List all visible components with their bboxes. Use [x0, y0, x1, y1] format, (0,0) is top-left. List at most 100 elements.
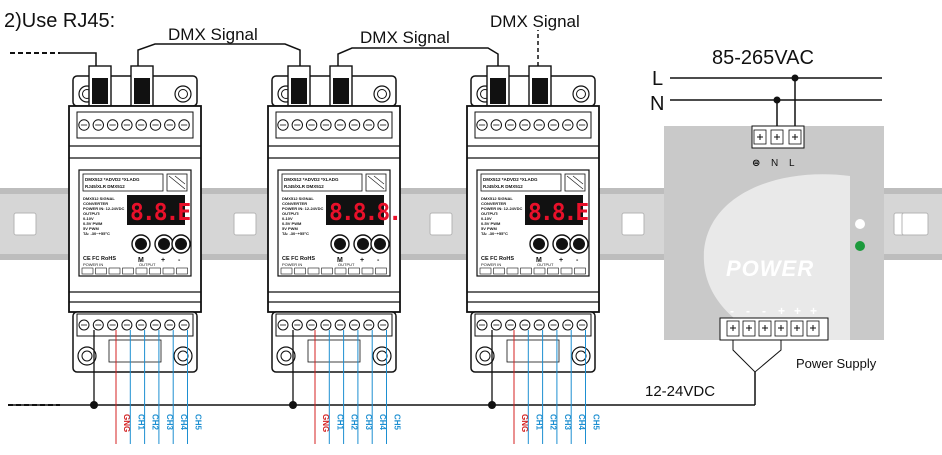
mains-neutral-label: N — [650, 93, 664, 115]
panel-power-in-label: POWER IN — [282, 262, 302, 267]
bottom-terminal-block — [474, 313, 592, 337]
wire-label-ch5: CH5 — [592, 414, 601, 431]
panel-info-line: 0-5V PWM — [481, 221, 501, 226]
wire-label-gng: GNG — [122, 414, 131, 432]
panel-label-cell — [122, 267, 134, 275]
cert-marks: CE FC RoHS — [282, 256, 315, 262]
psu-label: Power Supply — [796, 356, 877, 371]
panel-info-line: OUTPUT: — [282, 211, 299, 216]
wire-label-ch1: CH1 — [335, 414, 344, 431]
panel-button-label: - — [576, 257, 579, 264]
panel-info-line: DMX512 SIGNAL — [83, 196, 115, 201]
wire-label-ch4: CH4 — [378, 414, 387, 431]
psu-arc — [703, 174, 850, 340]
panel-label-cell — [334, 267, 347, 275]
panel-header-line1: DMX512 *ADVD2 *XLADG — [483, 177, 538, 182]
led-display-digits: 8.8.E — [130, 200, 190, 226]
dmx-signal-label-3: DMX Signal — [490, 12, 580, 31]
psu-status-led-green — [855, 241, 865, 251]
panel-button-label: M — [138, 257, 144, 264]
panel-header — [480, 173, 562, 192]
panel-button-label: M — [536, 257, 542, 264]
psu-input-l: L — [789, 158, 795, 169]
panel-label-cell — [547, 267, 559, 275]
mains-voltage-label: 85-265VAC — [712, 47, 814, 69]
diagram-title: 2)Use RJ45: — [4, 10, 115, 32]
rail-slot — [901, 212, 929, 236]
led-display-digits: 8.8.E — [528, 200, 588, 226]
panel-info-line: 0-10V — [83, 216, 94, 221]
dmx-cabling: DMX Signal DMX Signal DMX Signal — [10, 12, 580, 66]
wire-label-gng: GNG — [520, 414, 529, 432]
bottom-label-window — [307, 339, 361, 363]
panel-label-cell — [149, 267, 161, 275]
mains-wiring: 85-265VAC L N — [650, 47, 882, 128]
panel-info-line: CONVERTER — [83, 201, 108, 206]
panel-label-cell — [479, 267, 492, 275]
panel-info-line: TA: -30~+55°C — [481, 231, 508, 236]
dc-bus: 12-24VDC — [8, 340, 782, 406]
panel-label-cell — [348, 267, 360, 275]
panel-label-cell — [81, 267, 94, 275]
panel-label-cell — [280, 267, 293, 275]
panel-button-label: M — [337, 257, 343, 264]
panel-info-line: TA: -30~+55°C — [83, 231, 110, 236]
dmx-signal-label-1: DMX Signal — [168, 25, 258, 44]
wire-label-ch4: CH4 — [179, 414, 188, 431]
rail-slot — [13, 212, 37, 236]
psu-input-terminals: ⊜ N L — [751, 125, 805, 169]
panel-info-line: 5V PWM — [83, 226, 99, 231]
wire-label-ch2: CH2 — [350, 414, 359, 431]
panel-label-cell — [560, 267, 573, 275]
panel-button-label: + — [161, 257, 165, 264]
led-display — [127, 195, 185, 225]
psu-output-polarity-2: - — [746, 304, 750, 318]
panel-label-cell — [520, 267, 532, 275]
power-supply: POWER ⊜ N L ---+++ Power Supply — [664, 125, 884, 371]
panel-button-label: - — [377, 257, 380, 264]
panel-button-label: + — [360, 257, 364, 264]
panel-info-line: 5V PWM — [282, 226, 298, 231]
panel-info-line: 0-10V — [481, 216, 492, 221]
psu-input-earth: ⊜ — [752, 158, 760, 169]
panel-button-label: - — [178, 257, 181, 264]
panel-header — [281, 173, 363, 192]
bus-junction — [90, 401, 98, 409]
panel-info-line: CONVERTER — [481, 201, 506, 206]
panel-label-cell — [307, 267, 320, 275]
panel-info-line: POWER IN: 12-24VDC — [282, 206, 323, 211]
mains-neutral-junction — [773, 96, 781, 104]
wire-label-ch2: CH2 — [549, 414, 558, 431]
bus-junction — [289, 401, 297, 409]
panel-info-line: POWER IN: 12-24VDC — [83, 206, 124, 211]
wire-label-gng: GNG — [321, 414, 330, 432]
led-display — [326, 195, 384, 225]
bus-junction — [488, 401, 496, 409]
bottom-terminal-block — [275, 313, 393, 337]
panel-info-line: CONVERTER — [282, 201, 307, 206]
panel-info-line: 0-5V PWM — [83, 221, 103, 226]
rail-slot — [429, 212, 453, 236]
led-display — [525, 195, 583, 225]
cert-marks: CE FC RoHS — [481, 256, 514, 262]
panel-label-cell — [162, 267, 175, 275]
panel-header-line2: RJ45/XLR DMX512 — [284, 184, 324, 189]
panel-button-label: + — [559, 257, 563, 264]
panel-label-cell — [506, 267, 519, 275]
rail-slot — [621, 212, 645, 236]
psu-brand-text: POWER — [726, 256, 814, 281]
panel-label-cell — [361, 267, 374, 275]
panel-info-line: 5V PWM — [481, 226, 497, 231]
panel-header-line2: RJ45/XLR DMX512 — [483, 184, 523, 189]
wire-label-ch5: CH5 — [393, 414, 402, 431]
panel-label-cell — [533, 267, 546, 275]
psu-output-polarity-3: - — [762, 304, 766, 318]
panel-label-cell — [135, 267, 148, 275]
bottom-label-window — [506, 339, 560, 363]
wire-label-ch3: CH3 — [364, 414, 373, 431]
dmx-signal-label-2: DMX Signal — [360, 28, 450, 47]
panel-label-cell — [375, 267, 387, 275]
cert-marks: CE FC RoHS — [83, 256, 116, 262]
